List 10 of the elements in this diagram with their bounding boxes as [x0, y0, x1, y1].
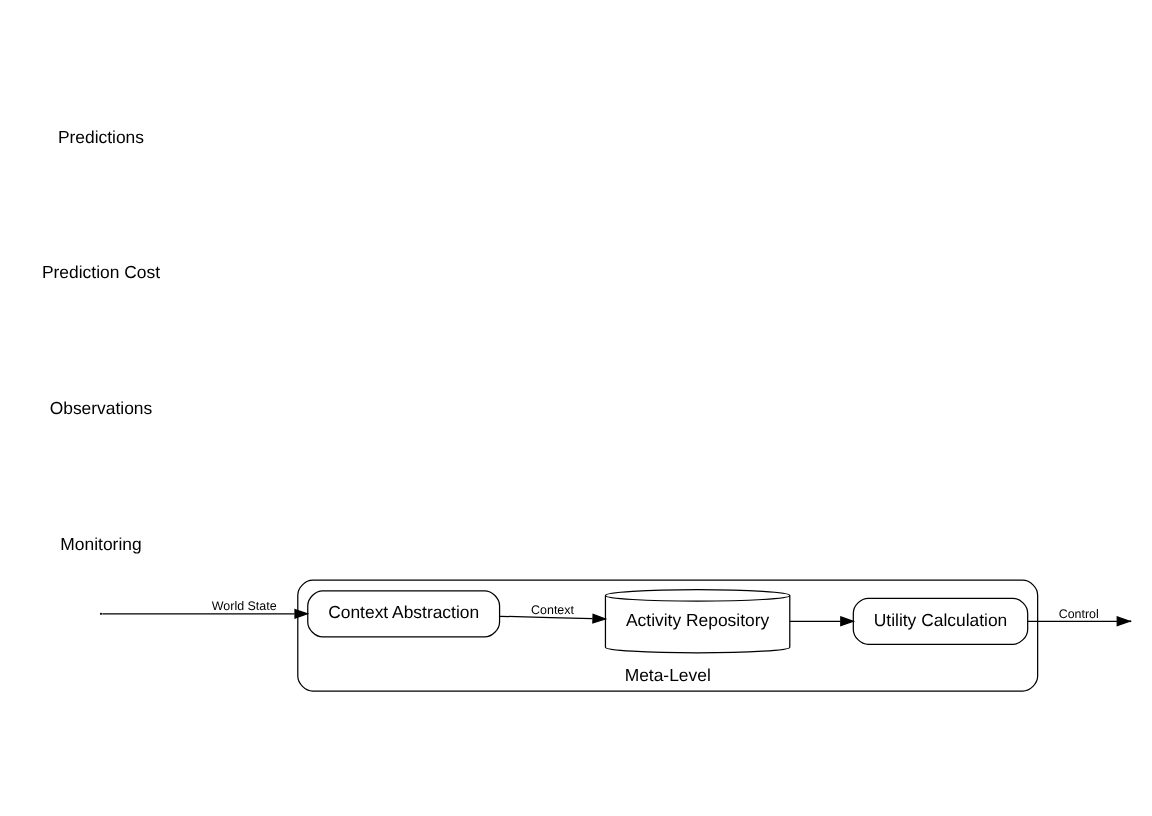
arrow — [789, 616, 856, 627]
label: Prediction Cost — [41, 262, 161, 283]
arrow — [1027, 616, 1132, 627]
arrow — [101, 608, 310, 620]
node-box: Utility Calculation — [852, 597, 1029, 645]
label: Monitoring — [60, 533, 142, 554]
node-box: Context Abstraction — [307, 590, 501, 638]
label: Observations — [49, 398, 153, 419]
arrow — [499, 613, 608, 624]
label: Predictions — [57, 126, 145, 147]
